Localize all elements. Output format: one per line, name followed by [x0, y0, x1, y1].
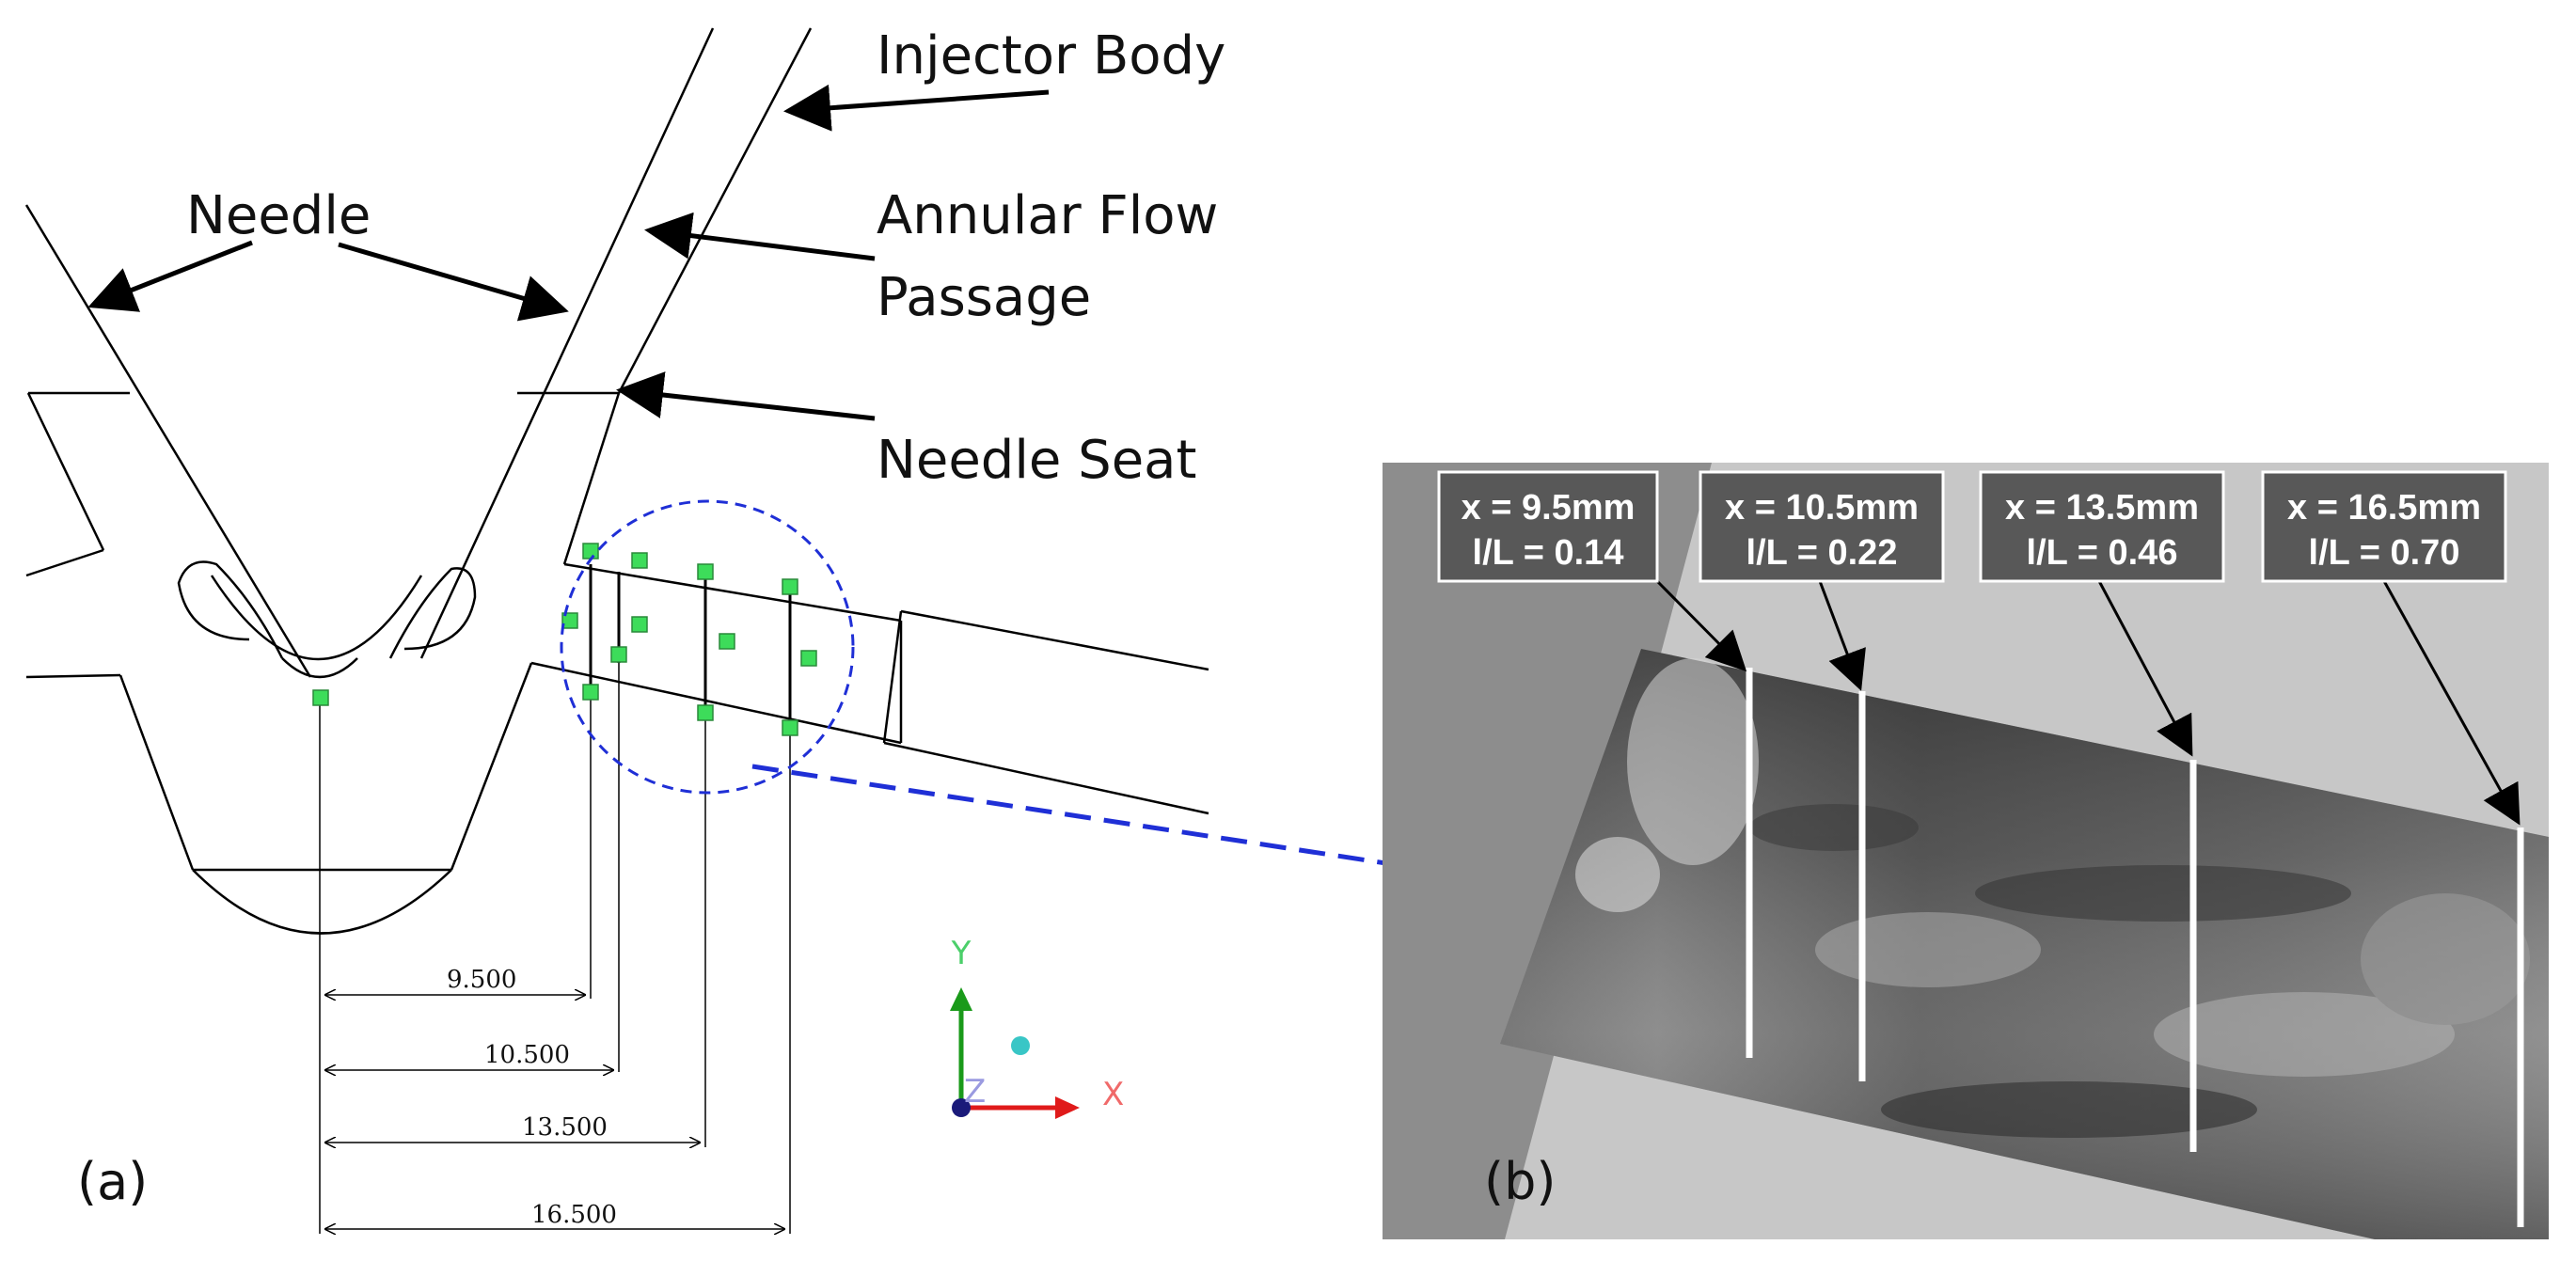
body-outline-right: [562, 392, 621, 565]
callout-1-ratio: l/L = 0.14: [1473, 533, 1624, 573]
callout-4: x = 16.5mm l/L = 0.70: [2261, 470, 2507, 583]
dim-label-1: 9.500: [447, 966, 516, 994]
hole-bottom-edge: [530, 661, 902, 745]
outlet-bottom-edge: [883, 741, 1209, 815]
callout-2: x = 10.5mm l/L = 0.22: [1699, 470, 1945, 583]
sac-tip: [192, 869, 452, 935]
panel-label-b: (b): [1484, 1152, 1556, 1211]
callout-2-ratio: l/L = 0.22: [1746, 533, 1898, 573]
needle-left-edge: [24, 204, 312, 678]
body-outline-left-upper: [26, 392, 105, 551]
callout-2-x: x = 10.5mm: [1725, 488, 1919, 528]
label-arrows: [87, 84, 1050, 421]
dim-label-4: 16.500: [531, 1201, 617, 1229]
label-annular-flow: Annular Flow: [877, 185, 1218, 246]
outlet-top-edge: [900, 609, 1209, 671]
nozzle-drawing: [24, 27, 1209, 1234]
coordinate-triad: Y X Z: [950, 935, 1124, 1119]
callout-4-x: x = 16.5mm: [2287, 488, 2481, 528]
photo-shadow-wedge: [1383, 463, 1712, 1239]
injector-body-edge: [617, 27, 813, 394]
green-markers: [312, 543, 817, 736]
callout-3-x: x = 13.5mm: [2005, 488, 2199, 528]
detail-circle: [560, 499, 855, 795]
callout-pointers: [1655, 579, 2521, 826]
triad-y-label: Y: [951, 935, 972, 972]
triad-x-label: X: [1102, 1076, 1124, 1113]
callout-4-ratio: l/L = 0.70: [2309, 533, 2460, 573]
label-injector-body: Injector Body: [877, 25, 1225, 87]
dim-label-2: 10.500: [484, 1041, 570, 1069]
body-outline-right-lower: [450, 662, 533, 871]
callout-1: x = 9.5mm l/L = 0.14: [1437, 470, 1659, 583]
flow-texture: [1575, 658, 2530, 1138]
callout-1-x: x = 9.5mm: [1462, 488, 1636, 528]
callout-3: x = 13.5mm l/L = 0.46: [1979, 470, 2225, 583]
label-passage: Passage: [877, 267, 1091, 328]
label-needle: Needle: [186, 185, 371, 246]
callout-3-ratio: l/L = 0.46: [2027, 533, 2178, 573]
body-outline-left-lower: [119, 674, 195, 871]
link-arrow: [751, 764, 1492, 882]
dimension-lines: [324, 995, 785, 1229]
photo-panel: x = 9.5mm l/L = 0.14 x = 10.5mm l/L = 0.…: [1383, 463, 2549, 1239]
panel-label-a: (a): [77, 1152, 148, 1211]
needle-right-edge: [419, 27, 715, 659]
triad-z-label: Z: [964, 1073, 986, 1111]
label-needle-seat: Needle Seat: [877, 430, 1196, 491]
hole-top-edge: [563, 562, 902, 623]
dim-label-3: 13.500: [522, 1113, 608, 1142]
